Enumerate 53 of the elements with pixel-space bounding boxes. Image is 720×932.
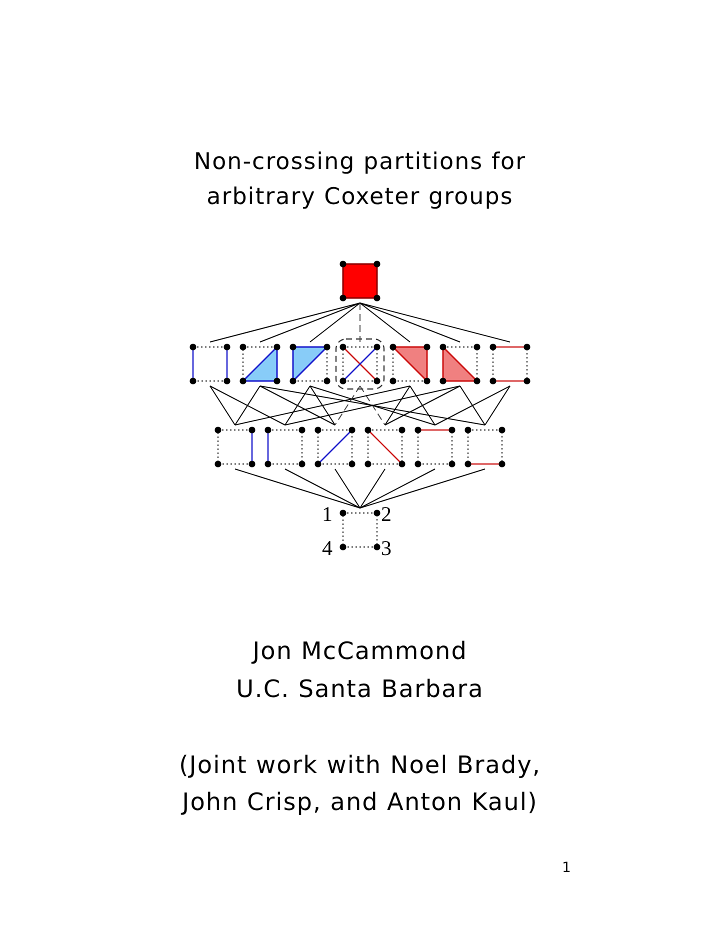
hasse-edge [360,302,460,342]
partition-diagram [338,259,382,303]
hasse-edge [460,386,486,426]
partition-diagram [338,508,382,552]
hasse-edge [234,386,410,426]
hasse-edge [210,302,360,342]
affiliation: U.C. Santa Barbara [236,675,484,703]
hasse-edge [410,386,436,426]
hasse-edge [234,468,360,508]
coauthor-note: (Joint work with Noel Brady, John Crisp, and Anton Kaul) [178,750,542,818]
hasse-edge [234,386,260,426]
hasse-edge [210,386,286,426]
hasse-edge [384,386,410,426]
vertex-number: 3 [381,538,392,559]
hasse-edge [334,386,360,426]
partition-diagram [313,425,357,469]
hasse-edge [360,386,386,426]
hasse-edge [260,386,336,426]
hasse-edge [260,386,486,426]
partition-diagram [263,425,307,469]
partition-diagram [413,425,457,469]
hasse-edge [360,468,486,508]
hasse-edge [360,468,436,508]
author-name: Jon McCammond [252,637,468,665]
hasse-edge [310,386,436,426]
hasse-edge [360,468,386,508]
hasse-edge [384,386,460,426]
page-number: 1 [562,860,572,876]
hasse-edge [334,468,360,508]
hasse-edge [260,302,360,342]
slide-title: Non-crossing partitions for arbitrary Coxeter groups [192,148,528,212]
partition-diagram [488,342,532,386]
hasse-edge [310,386,336,426]
hasse-edge [484,386,510,426]
partition-diagram [238,342,282,386]
hasse-edge [360,302,510,342]
vertex-number: 4 [322,538,332,559]
hasse-edge [284,386,310,426]
partition-diagram [363,425,407,469]
partition-diagram [463,425,507,469]
partition-diagram [188,342,232,386]
hasse-edge [284,468,360,508]
partition-diagram [438,342,482,386]
vertex-number: 1 [322,504,332,525]
hasse-edge [434,386,510,426]
partition-diagram [388,342,432,386]
hasse-edge [284,386,460,426]
hasse-edge [210,386,236,426]
vertex-number: 2 [381,504,392,525]
partition-diagram [213,425,257,469]
hasse-edge [310,302,360,342]
hasse-edge [360,302,410,342]
partition-diagram [288,342,332,386]
